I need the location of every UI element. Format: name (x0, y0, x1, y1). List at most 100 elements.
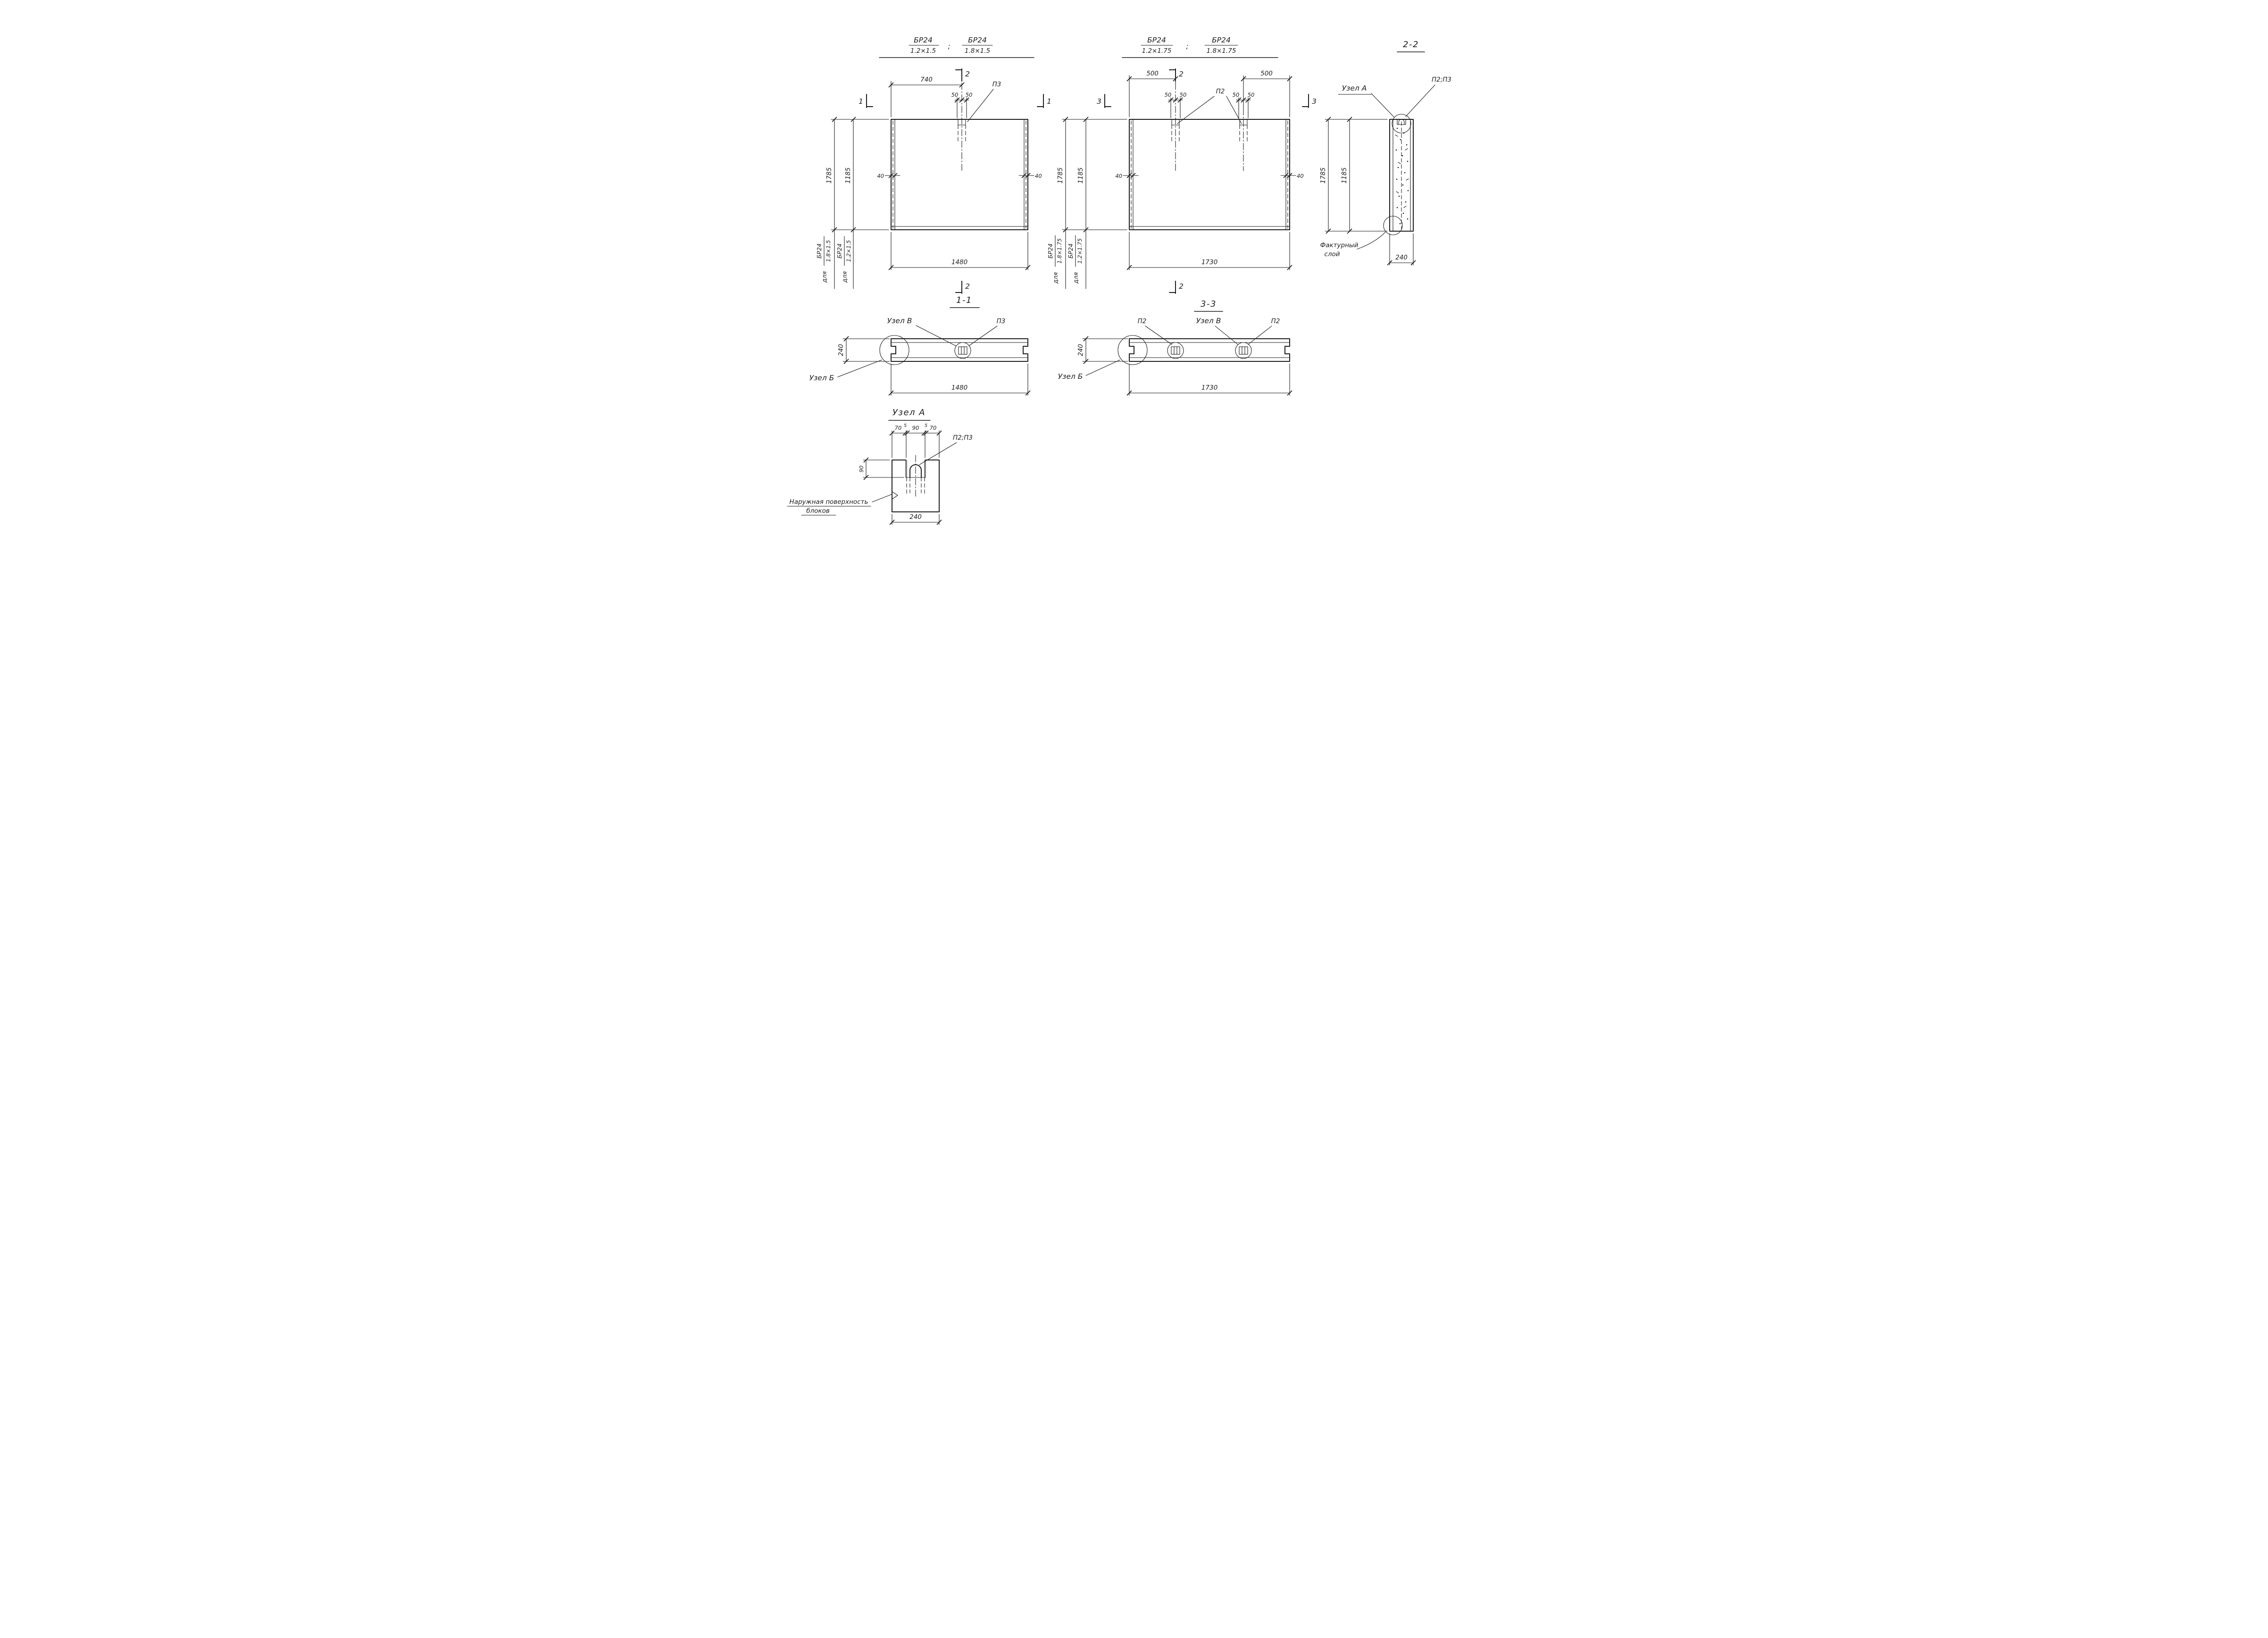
node-a-dim-5-right: 5 (925, 423, 927, 428)
section-1-1-title-text: 1-1 (956, 295, 972, 305)
section-2-2-dim-1785: 1785 (1319, 167, 1327, 184)
section-1-1: 1-1 Узел В П3 Узел Б 240 (809, 295, 1031, 396)
view1-panel (891, 83, 1028, 230)
view1-dim-40-left: 40 (877, 173, 884, 179)
section-2-2-dim-240: 240 (1395, 254, 1408, 261)
section-marker-2-bottom: 2 (955, 281, 970, 294)
blueprint-svg: БР24 1.2×1.5 ; БР24 1.8×1.5 (766, 0, 1502, 532)
view1-row2-type: БР24 (836, 243, 843, 259)
concrete-texture (1395, 127, 1409, 225)
p2-right-label-3-3: П2 (1271, 318, 1280, 325)
view2-title-separator: ; (1186, 42, 1188, 50)
node-a-body (892, 455, 940, 512)
view1-label-p3: П3 (992, 81, 1001, 88)
view2-row1-type: БР24 (1047, 243, 1054, 259)
view1-row-labels: БР24 1.8×1.5 для БР24 1.2×1.5 для (816, 236, 852, 283)
outer-surface-label-line1: Наружная поверхность (790, 498, 868, 506)
view2-dim-500-left: 500 (1146, 70, 1159, 77)
node-v-label-1-1: Узел В (887, 317, 912, 325)
view2-dim-1730: 1730 (1201, 259, 1217, 266)
view1-row1-word: для (821, 271, 828, 283)
view2-dim-1185: 1185 (1077, 167, 1084, 184)
facing-layer-label-line1: Фактурный (1320, 242, 1359, 249)
section-marker-1-left-label: 1 (859, 97, 863, 106)
view2-dim-50-rl: 50 (1233, 92, 1240, 98)
drawing-sheet: БР24 1.2×1.5 ; БР24 1.8×1.5 (766, 0, 1502, 532)
view2-dim-50-rr: 50 (1248, 92, 1255, 98)
view1-row-2: БР24 1.2×1.5 для (836, 236, 852, 283)
view1-dimensions: 740 50 50 П3 1785 1185 40 (825, 76, 1042, 289)
view2-dim-50-lr: 50 (1180, 92, 1187, 98)
section-3-3-title-text: 3-3 (1201, 299, 1217, 309)
node-a-detail: Узел А 70 5 90 5 70 П2;П3 (787, 408, 973, 525)
section-marker-3-left: 3 (1097, 94, 1111, 108)
section-marker-2-top: 2 (955, 68, 970, 82)
p3-label-1-1: П3 (997, 318, 1006, 325)
view2-title-type1: БР24 (1147, 36, 1166, 44)
view1-title-size2: 1.8×1.5 (965, 47, 990, 55)
p2-left-label-3-3: П2 (1138, 318, 1147, 325)
view2-row-2: БР24 1.2×1.75 для (1067, 235, 1083, 284)
view2-row1-word: для (1052, 272, 1059, 284)
section-1-1-dim-1480: 1480 (951, 384, 967, 392)
view1-title: БР24 1.2×1.5 ; БР24 1.8×1.5 (879, 36, 1034, 58)
view2-row2-word: для (1072, 272, 1079, 284)
view1-row-1: БР24 1.8×1.5 для (816, 236, 832, 283)
section-3-3-title: 3-3 (1194, 299, 1223, 312)
node-a-dim-240: 240 (909, 513, 922, 521)
view1-title-type2: БР24 (968, 36, 987, 44)
view2-title-type2: БР24 (1212, 36, 1231, 44)
view1: БР24 1.2×1.5 ; БР24 1.8×1.5 (816, 36, 1051, 294)
view1-dim-40-right: 40 (1035, 173, 1042, 179)
view1-row1-size: 1.8×1.5 (825, 240, 832, 262)
view1-dim-740: 740 (920, 76, 933, 84)
section-2-2-body (1383, 114, 1414, 235)
section-2-2-title: 2-2 (1397, 40, 1425, 52)
node-a-dim-70-right: 70 (930, 425, 937, 431)
view1-row2-size: 1.2×1.5 (845, 240, 852, 262)
node-b-label-1-1: Узел Б (809, 374, 834, 382)
view2-row-1: БР24 1.8×1.75 для (1047, 235, 1063, 284)
view2: БР24 1.2×1.75 ; БР24 1.8×1.75 (1047, 36, 1317, 294)
section-marker-1-right: 1 (1037, 94, 1051, 108)
view2-title-size1: 1.2×1.75 (1142, 47, 1172, 55)
view1-title-type1: БР24 (914, 36, 933, 44)
section-1-1-callouts: Узел В П3 Узел Б (809, 317, 1006, 382)
section-3-3-dimensions: 240 1730 (1077, 336, 1292, 396)
section-2-2-callouts: Узел А П2;П3 Фактурный слой (1320, 76, 1451, 258)
view2-title: БР24 1.2×1.75 ; БР24 1.8×1.75 (1122, 36, 1278, 58)
node-a-bottom-dims: 240 (889, 513, 942, 525)
view1-row1-type: БР24 (816, 243, 823, 259)
section-3-3-callouts: П2 Узел В П2 Узел Б (1058, 317, 1280, 381)
view1-title-size1: 1.2×1.5 (910, 47, 936, 55)
section-2-2-dimensions: 1785 1185 240 (1319, 117, 1416, 266)
node-a-anchors-label: П2;П3 (953, 434, 973, 442)
section-2-2: 2-2 (1319, 40, 1451, 266)
view1-title-separator: ; (948, 42, 950, 50)
section-marker-2-top-label: 2 (965, 70, 970, 78)
view1-dim-1480: 1480 (951, 259, 967, 266)
view2-section-markers: 2 2 3 3 (1097, 68, 1317, 294)
section-1-1-title: 1-1 (950, 295, 980, 308)
section-marker-2-bottom-v2-label: 2 (1179, 282, 1184, 291)
view1-dim-50-left: 50 (951, 92, 959, 98)
view1-row2-word: для (841, 271, 848, 283)
section-marker-1-left: 1 (859, 94, 873, 108)
view2-dim-500-right: 500 (1260, 70, 1273, 77)
view2-row2-type: БР24 (1067, 243, 1074, 259)
node-a-dim-70-left: 70 (895, 425, 902, 431)
node-a-dim-5-left: 5 (904, 423, 907, 428)
view2-row1-size: 1.8×1.75 (1056, 238, 1063, 264)
node-b-label-3-3: Узел Б (1058, 372, 1083, 381)
section-3-3-dim-1730: 1730 (1201, 384, 1217, 392)
view1-dim-50-right: 50 (966, 92, 973, 98)
view1-dim-1785: 1785 (825, 167, 833, 184)
section-3-3: 3-3 П2 Узел В П2 Узел Б (1058, 299, 1292, 396)
section-marker-3-right: 3 (1302, 94, 1317, 108)
node-v-label-3-3: Узел В (1196, 317, 1221, 325)
section-marker-2-top-v2-label: 2 (1179, 70, 1184, 78)
view2-dim-1785: 1785 (1057, 167, 1064, 184)
node-a-title: Узел А (888, 408, 931, 421)
section-2-2-dim-1185: 1185 (1341, 167, 1348, 184)
view2-row2-size: 1.2×1.75 (1076, 238, 1083, 264)
